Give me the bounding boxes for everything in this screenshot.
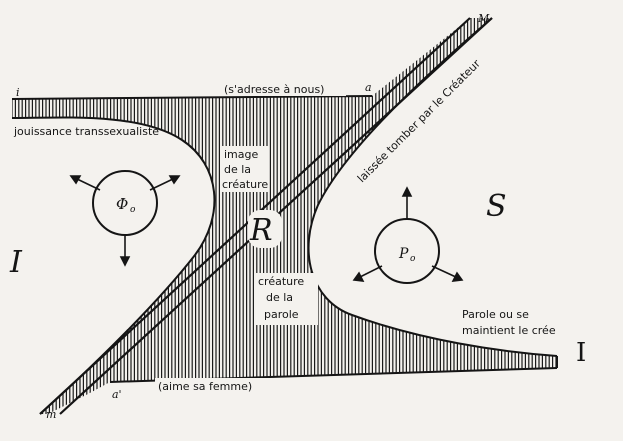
label-creature-1: créature — [258, 275, 304, 288]
label-parole-1: Parole ou se — [462, 308, 529, 321]
label-image-2: de la — [224, 163, 251, 176]
label-backgrounds — [155, 82, 346, 393]
letter-S: S — [486, 189, 507, 224]
phi-node: Φ o — [69, 170, 181, 267]
corner-label-i: i — [16, 86, 20, 99]
phi-subscript: o — [130, 205, 136, 215]
label-creature-3: parole — [264, 308, 299, 321]
corner-label-M: M — [477, 12, 490, 25]
corner-label-a: a — [365, 81, 372, 94]
p-subscript: o — [410, 254, 416, 264]
label-parole-2: maintient le crée — [462, 324, 556, 337]
label-big-I: I — [576, 338, 586, 368]
corner-label-m: m — [46, 408, 56, 421]
phi-symbol: Φ — [116, 195, 128, 213]
label-image-1: image — [224, 148, 258, 161]
label-laissee-tomber: laissée tomber par le Créateur — [355, 57, 483, 185]
left-hyperbola-curve — [11, 116, 216, 415]
top-line — [11, 95, 373, 100]
p-symbol: P — [398, 246, 409, 262]
label-jouissance: jouissance transsexualiste — [13, 125, 159, 138]
label-s-adresse: (s'adresse à nous) — [224, 83, 324, 96]
label-creature-2: de la — [266, 291, 293, 304]
label-image-3: créature — [222, 178, 268, 191]
letter-I-left: I — [9, 245, 23, 280]
p-node: P o — [352, 186, 464, 284]
label-aime-sa-femme: (aime sa femme) — [158, 380, 252, 393]
corner-label-a-prime: a' — [112, 388, 122, 401]
center-letter-R: R — [249, 213, 273, 248]
right-hyperbola-curve — [307, 17, 558, 357]
